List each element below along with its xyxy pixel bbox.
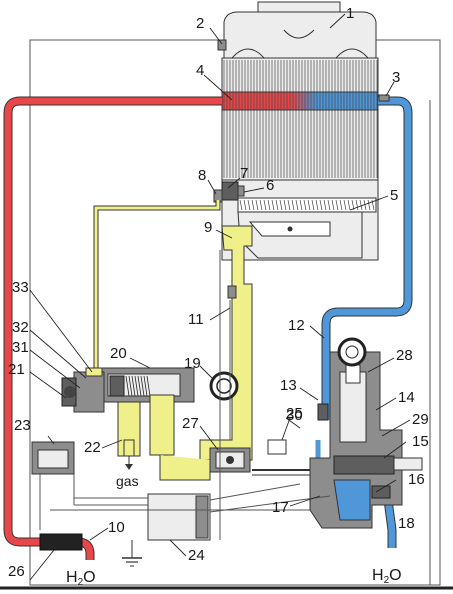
label-17: 17 — [272, 499, 289, 516]
label-13: 13 — [280, 377, 297, 394]
gas-valve — [101, 367, 211, 481]
label-23: 23 — [14, 417, 31, 434]
label-4: 4 — [196, 62, 204, 79]
label-29: 29 — [412, 411, 429, 428]
label-21: 21 — [8, 361, 25, 378]
ignition-box — [31, 441, 75, 475]
water-valve — [309, 337, 423, 529]
wiring — [39, 100, 431, 585]
label-20: 20 — [110, 345, 127, 362]
control-knob — [61, 367, 105, 413]
label-22: 22 — [84, 439, 101, 456]
gas-label: gas — [116, 473, 139, 489]
label-27: 27 — [182, 415, 199, 432]
label-1: 1 — [346, 5, 354, 22]
label-16: 16 — [408, 471, 425, 488]
water-inlet-label: H2O — [372, 567, 402, 586]
label-32: 32 — [12, 319, 29, 336]
safety-valve — [209, 447, 251, 473]
label-14: 14 — [398, 389, 415, 406]
label-30: 30 — [286, 407, 303, 424]
label-11: 11 — [188, 311, 204, 328]
leader-lines — [29, 13, 411, 581]
label-28: 28 — [396, 347, 413, 364]
label-15: 15 — [412, 433, 429, 450]
gas-channel — [199, 225, 253, 461]
label-7: 7 — [240, 165, 248, 182]
label-3: 3 — [392, 69, 400, 86]
solenoid — [209, 371, 239, 401]
main-burner — [237, 197, 377, 259]
label-26: 26 — [8, 563, 25, 580]
label-2: 2 — [196, 15, 204, 32]
label-18: 18 — [398, 515, 415, 532]
label-10: 10 — [108, 519, 125, 536]
microswitch — [252, 439, 320, 476]
label-31: 31 — [12, 339, 29, 356]
label-24: 24 — [188, 547, 205, 564]
water-outlet-label: H2O — [66, 569, 96, 588]
flue-hood — [217, 1, 377, 59]
pilot-assembly — [213, 181, 245, 203]
label-8: 8 — [198, 167, 206, 184]
label-19: 19 — [184, 355, 201, 372]
label-12: 12 — [288, 317, 305, 334]
electronic-board — [122, 493, 211, 567]
label-6: 6 — [266, 177, 274, 194]
label-25: 25 — [286, 405, 303, 422]
flow-sensor — [39, 533, 83, 551]
label-33: 33 — [12, 279, 29, 296]
part-labels: 1 2 3 4 5 6 7 8 9 10 11 12 13 14 15 16 1… — [8, 5, 429, 580]
label-5: 5 — [390, 187, 398, 204]
label-9: 9 — [204, 219, 212, 236]
temperature-sensor — [378, 94, 390, 102]
